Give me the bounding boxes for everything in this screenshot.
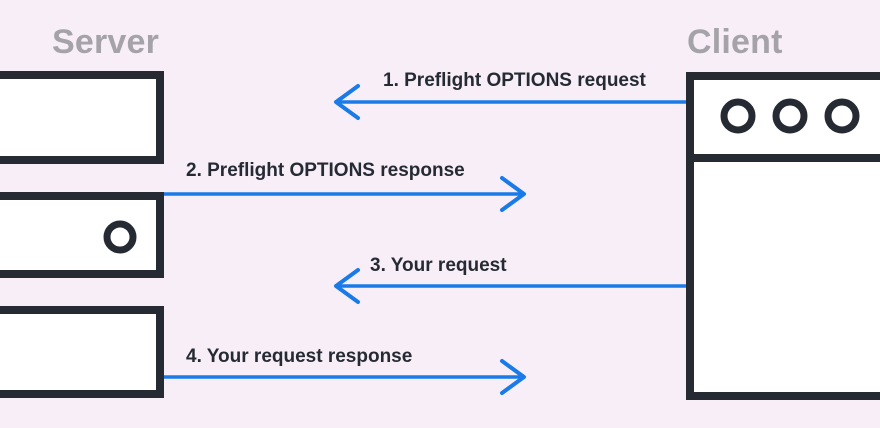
- arrow-3-your-request: [334, 268, 686, 304]
- window-dot-icon: [824, 98, 860, 134]
- arrow-label-2: 2. Preflight OPTIONS response: [186, 160, 465, 181]
- arrow-1-preflight-request: [334, 84, 686, 120]
- arrows: [164, 84, 686, 395]
- window-dot-icon: [720, 98, 756, 134]
- server-stack: [0, 71, 164, 398]
- arrow-left-head-icon: [334, 84, 360, 120]
- window-dot-icon: [772, 98, 808, 134]
- client-title: Client: [687, 23, 783, 61]
- client-browser-window: [686, 72, 880, 400]
- arrow-4-your-request-response: [164, 359, 526, 395]
- arrow-2-preflight-response: [164, 176, 526, 212]
- arrow-label-3: 3. Your request: [370, 255, 507, 276]
- server-box-top: [0, 71, 164, 164]
- arrow-left-head-icon: [334, 268, 360, 304]
- server-box-bottom: [0, 306, 164, 398]
- arrow-right-head-icon: [500, 359, 526, 395]
- arrow-right-head-icon: [500, 176, 526, 212]
- server-title: Server: [52, 23, 160, 61]
- arrow-label-1: 1. Preflight OPTIONS request: [383, 70, 646, 91]
- server-indicator-icon: [103, 220, 137, 254]
- arrow-label-4: 4. Your request response: [186, 346, 413, 367]
